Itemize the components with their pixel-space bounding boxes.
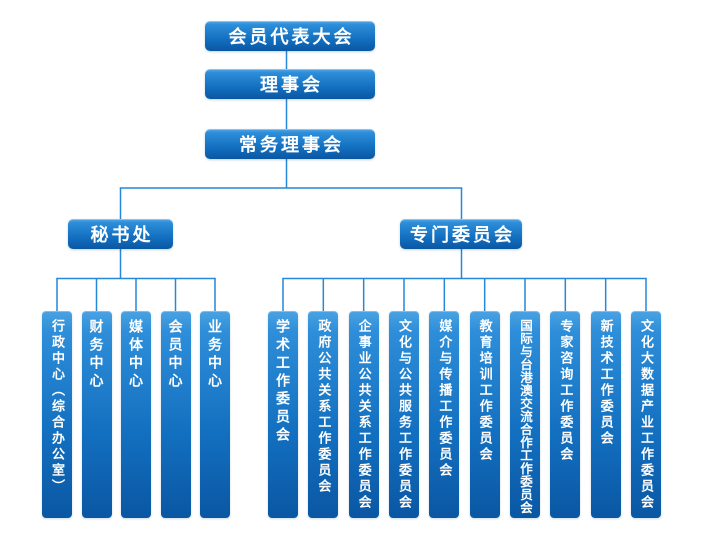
node-business-center: 业务中心 bbox=[200, 311, 230, 518]
node-council: 理事会 bbox=[205, 69, 375, 99]
node-enterprise-pr-committee: 企事业公共关系工作委员会 bbox=[348, 311, 379, 518]
node-cultural-bigdata-committee: 文化大数据产业工作委员会 bbox=[631, 311, 661, 518]
node-gov-pr-committee: 政府公共关系工作委员会 bbox=[308, 311, 339, 518]
node-admin-center: 行政中心（综合办公室） bbox=[42, 311, 72, 518]
node-culture-public-service-committee: 文化与公共服务工作委员会 bbox=[389, 311, 419, 518]
node-media-communication-committee: 媒介与传播工作委员会 bbox=[429, 311, 460, 518]
node-member-congress: 会员代表大会 bbox=[205, 21, 375, 51]
node-member-center: 会员中心 bbox=[160, 311, 191, 518]
node-standing-council: 常务理事会 bbox=[205, 129, 375, 159]
node-media-center: 媒体中心 bbox=[121, 311, 151, 518]
node-expert-consulting-committee: 专家咨询工作委员会 bbox=[550, 311, 581, 518]
node-education-training-committee: 教育培训工作委员会 bbox=[469, 311, 500, 518]
node-special-committees: 专门委员会 bbox=[400, 219, 522, 249]
node-new-tech-committee: 新技术工作委员会 bbox=[590, 311, 621, 518]
node-academic-committee: 学术工作委员会 bbox=[268, 311, 298, 518]
node-finance-center: 财务中心 bbox=[81, 311, 112, 518]
node-secretariat: 秘书处 bbox=[68, 219, 173, 249]
node-international-exchange-committee: 国际与台港澳交流合作工作委员会 bbox=[510, 311, 540, 518]
